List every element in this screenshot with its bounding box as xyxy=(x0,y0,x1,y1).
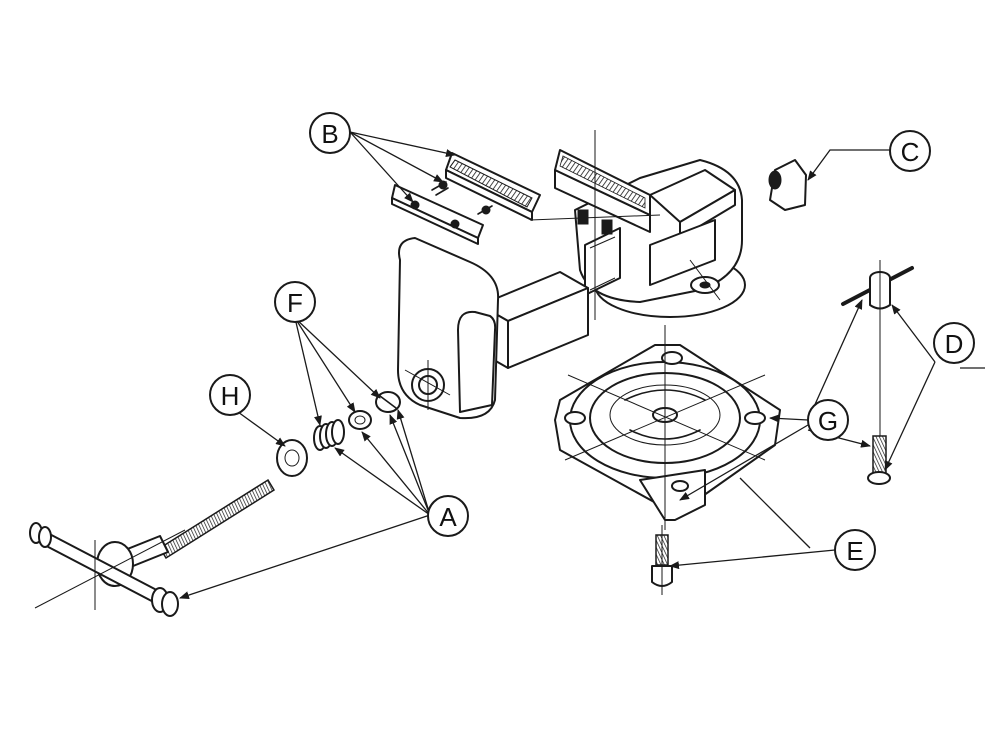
lock-bolt xyxy=(867,435,891,485)
callout-c-label: C xyxy=(901,137,920,167)
jaw-face-upper xyxy=(445,152,541,221)
collar xyxy=(375,391,401,413)
leader-lines xyxy=(179,131,985,599)
sliding-jaw xyxy=(397,237,589,420)
callout-e: E xyxy=(834,529,876,571)
swivel-base xyxy=(554,325,781,530)
callout-d-label: D xyxy=(945,329,964,359)
jaw-screws xyxy=(431,180,493,215)
callout-a: A xyxy=(427,495,469,537)
main-screw xyxy=(29,478,276,617)
callout-g-label: G xyxy=(818,406,838,436)
spring xyxy=(313,419,345,451)
washer-large xyxy=(276,439,308,477)
base-bolt xyxy=(651,525,673,595)
callout-d: D xyxy=(933,322,975,364)
callout-f-label: F xyxy=(287,288,303,318)
callout-c: C xyxy=(889,130,931,172)
callout-e-label: E xyxy=(846,536,863,566)
vise-body xyxy=(529,130,746,320)
callout-f: F xyxy=(274,281,316,323)
callout-b-label: B xyxy=(321,119,338,149)
callout-h: H xyxy=(209,374,251,416)
washer-small xyxy=(348,410,372,430)
callout-h-label: H xyxy=(221,381,240,411)
clip-part xyxy=(768,159,807,211)
jaw-face-lower xyxy=(391,184,484,245)
callout-g: G xyxy=(807,399,849,441)
callout-a-label: A xyxy=(439,502,457,532)
callout-b: B xyxy=(309,112,351,154)
lock-handle xyxy=(841,260,914,440)
